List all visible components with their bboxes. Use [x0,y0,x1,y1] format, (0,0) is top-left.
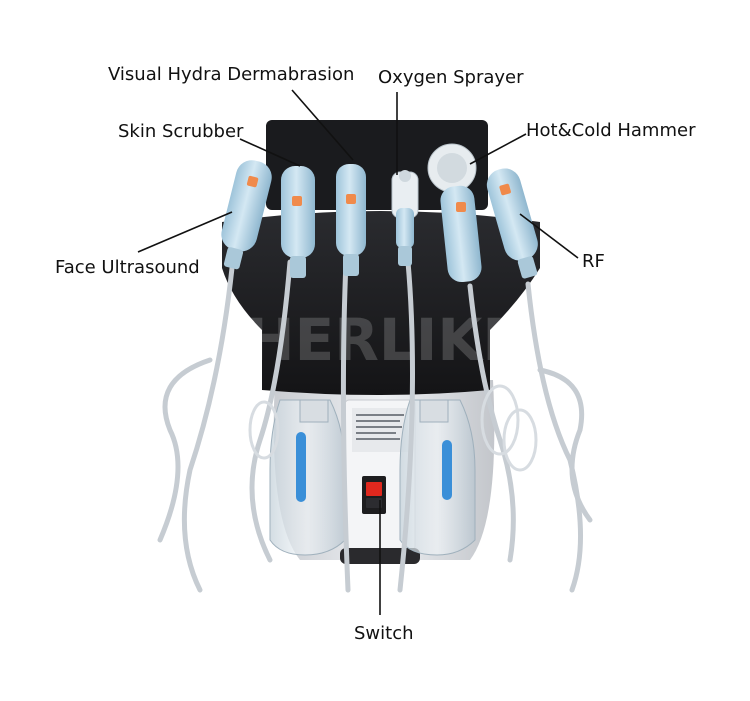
label-skin-scrubber: Skin Scrubber [118,121,244,142]
label-face-ultrasound: Face Ultrasound [55,257,200,278]
visual-hydra-handle [336,164,366,276]
label-hot-cold-hammer: Hot&Cold Hammer [526,120,696,141]
hot-cold-hammer-handle [427,143,482,283]
left-bottle [269,399,346,556]
label-rf: RF [582,251,605,272]
leader-face-ultrasound [137,211,233,253]
right-bottle [399,399,476,556]
leader-hot-cold [469,133,527,165]
label-visual-hydra-dermabrasion: Visual Hydra Dermabrasion [108,64,355,85]
label-switch: Switch [354,623,414,644]
cable-coils [248,384,538,472]
leader-lines [137,89,579,615]
rf-handle [486,168,538,279]
skin-scrubber-handle [281,166,315,278]
cables [157,259,593,593]
power-switch-rocker [366,482,382,496]
face-ultrasound-handle [221,160,272,270]
leader-rf [519,213,579,259]
label-oxygen-sprayer: Oxygen Sprayer [378,67,524,88]
screen-frame [266,120,488,210]
leader-visual-hydra [291,89,354,161]
leader-skin-scrubber [239,138,301,167]
oxygen-sprayer-handle [391,170,419,266]
